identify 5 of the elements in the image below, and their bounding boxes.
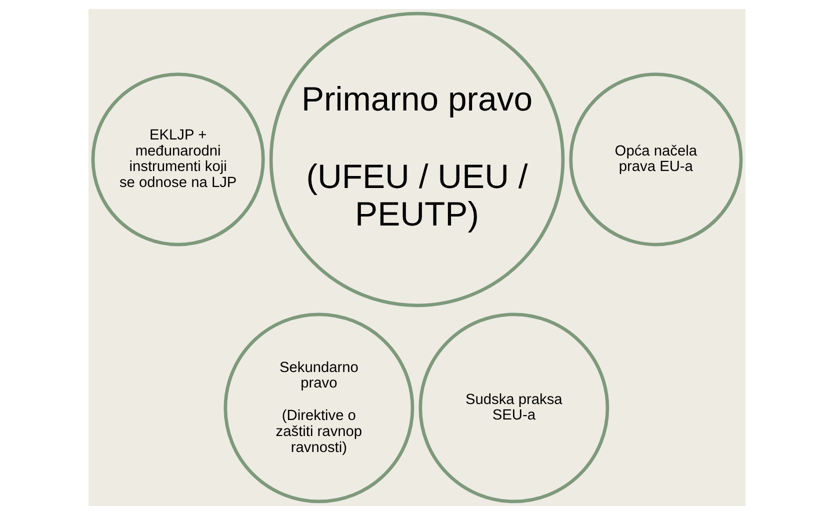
node-circle: Sekundarno pravo (Direktive o zaštiti ravnopravnosti) (223, 312, 414, 503)
node-circle: Opća načela prava EU-a (568, 72, 742, 246)
node-circle: Sudska praksa SEU-a (418, 312, 609, 503)
node-circle: EKLJP + međunarodni instrumenti koji se odnose na LJP (90, 72, 264, 246)
node-circle: Primarno pravo (UFEU / UEU / PEUTP) (268, 11, 564, 307)
